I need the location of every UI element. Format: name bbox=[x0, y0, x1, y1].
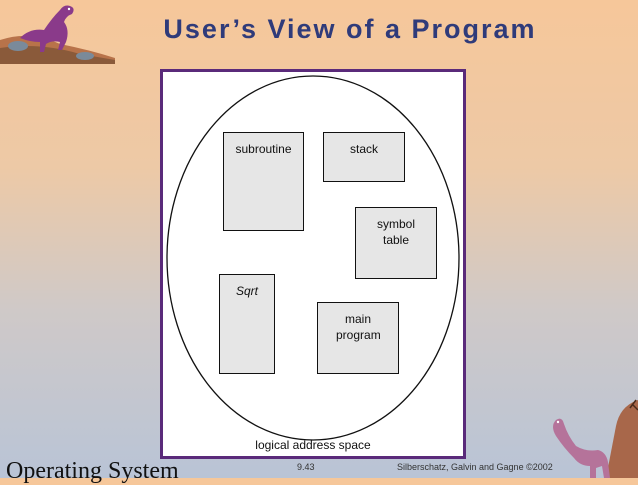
dinosaur-bottom-right-icon bbox=[553, 399, 638, 478]
footer-page-number: 9.43 bbox=[297, 462, 315, 472]
footer-course-title: Operating System bbox=[6, 458, 179, 484]
dinosaur-top-left-icon bbox=[0, 5, 115, 64]
address-space-ellipse bbox=[166, 75, 460, 441]
segment-sqrt: Sqrt bbox=[219, 274, 275, 374]
footer-credit: Silberschatz, Galvin and Gagne ©2002 bbox=[397, 462, 553, 472]
segment-subroutine: subroutine bbox=[223, 132, 304, 231]
logical-address-space-panel: subroutine stack symbol table Sqrt main … bbox=[160, 69, 466, 459]
segment-stack: stack bbox=[323, 132, 405, 182]
address-space-caption: logical address space bbox=[255, 438, 371, 452]
segment-main-program: main program bbox=[317, 302, 399, 374]
segment-symbol-table: symbol table bbox=[355, 207, 437, 279]
slide-title: User’s View of a Program bbox=[163, 14, 537, 44]
